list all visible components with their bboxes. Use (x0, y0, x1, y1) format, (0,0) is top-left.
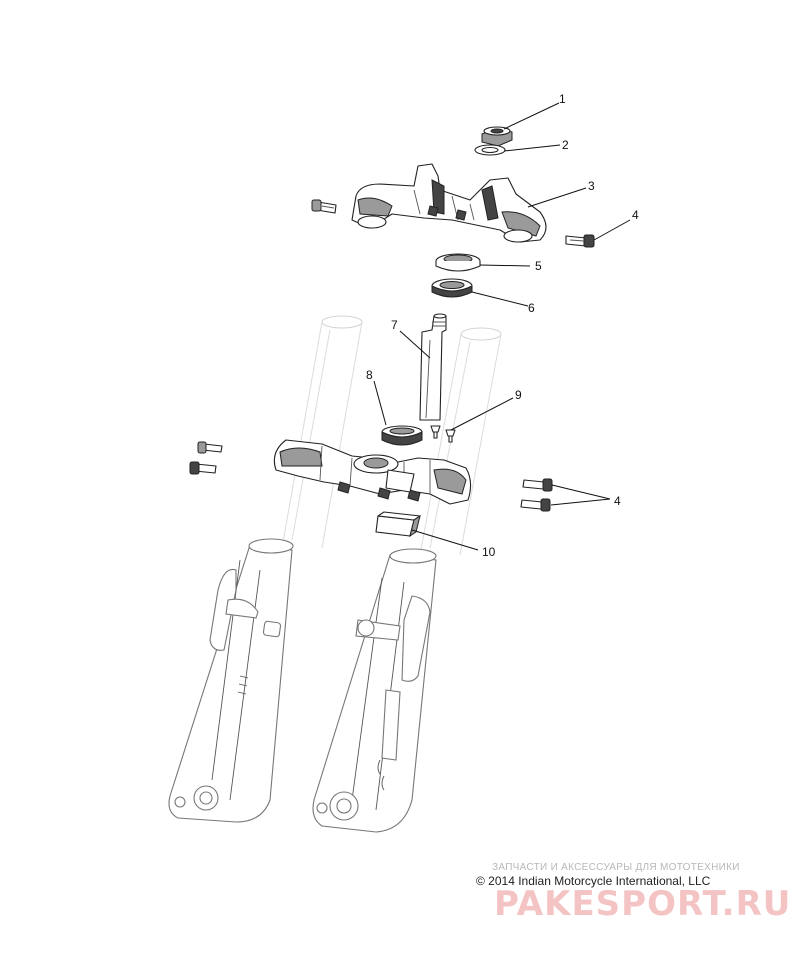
brand-watermark: PAKESPORT.RU (494, 884, 792, 924)
callout-7: 7 (391, 318, 398, 332)
callout-3: 3 (588, 179, 595, 193)
part-10-collar (375, 511, 421, 538)
part-3-upper-triple-clamp (351, 163, 547, 243)
callout-9: 9 (515, 388, 522, 402)
right-fork-leg (312, 548, 437, 833)
callout-labels: 1 2 3 4 5 6 7 8 9 4 10 (366, 92, 639, 559)
part-8-lower-bearing (381, 425, 423, 446)
pinch-bolt-lower-left-1 (197, 441, 223, 454)
callout-10: 10 (482, 545, 496, 559)
callout-8: 8 (366, 368, 373, 382)
callout-4-lower: 4 (614, 494, 621, 508)
part-4-bolts-lower (520, 478, 553, 512)
callout-4-upper: 4 (632, 208, 639, 222)
part-4-bolt-upper (565, 234, 595, 248)
callout-2: 2 (562, 138, 569, 152)
leader-lines (373, 102, 631, 551)
left-fork-tube (281, 315, 363, 549)
part-1-stem-nut (481, 126, 513, 147)
copyright-notice: © 2014 Indian Motorcycle International, … (476, 874, 711, 888)
callout-5: 5 (535, 259, 542, 273)
part-2-washer (474, 144, 506, 156)
part-7-steering-stem (419, 313, 447, 421)
callout-1: 1 (559, 92, 566, 106)
part-6-bearing-race (431, 278, 473, 298)
pinch-bolt-upper-left (311, 199, 337, 214)
watermark-text: ЗАПЧАСТИ И АКСЕССУАРЫ ДЛЯ МОТОТЕХНИКИ (492, 862, 740, 873)
right-fork-tube (419, 327, 502, 556)
part-5-upper-bearing (435, 253, 481, 272)
left-fork-leg (168, 538, 294, 823)
pinch-bolt-lower-left-2 (189, 461, 217, 475)
callout-6: 6 (528, 301, 535, 315)
lower-triple-clamp (273, 439, 472, 505)
